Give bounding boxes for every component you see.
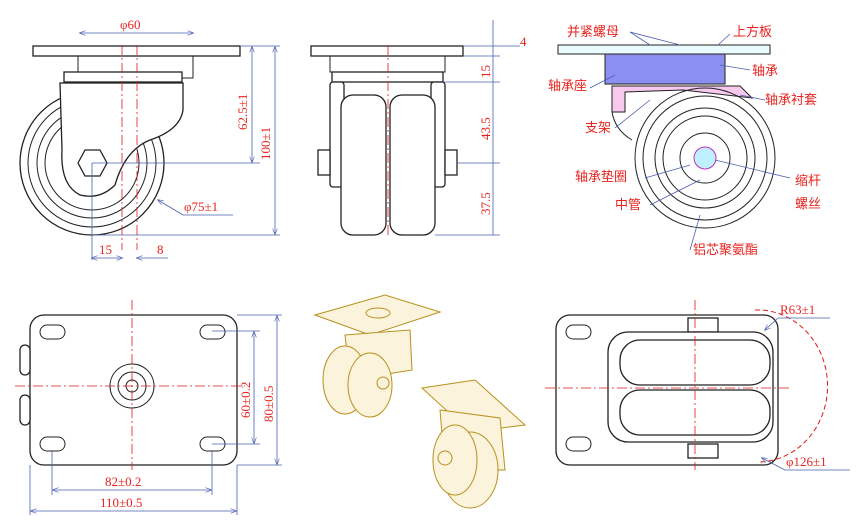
dim-top-dia: φ60	[120, 17, 141, 32]
label-shrink-bolt-1: 缩杆	[795, 173, 821, 189]
label-bearing-bush: 轴承衬套	[765, 92, 817, 108]
dim-radius: R63±1	[780, 302, 815, 317]
dim-swivel-h: 15	[478, 65, 493, 78]
label-bracket: 支架	[585, 121, 611, 136]
dim-plate-thk: 4	[520, 34, 527, 49]
label-bearing-washer: 轴承垫圈	[575, 169, 627, 185]
label-bearing: 轴承	[752, 64, 778, 79]
dim-plate-x: 110±0.5	[100, 495, 142, 510]
bottom-view: R63±1 φ126±1	[545, 300, 850, 471]
dim-hole-y: 60±0.2	[238, 382, 253, 418]
dim-wheel-dia: φ75±1	[184, 199, 218, 214]
dim-offset-a: 15	[99, 242, 112, 257]
dim-plate-y: 80±0.5	[261, 386, 276, 422]
label-top-plate: 上方板	[733, 24, 772, 40]
dim-bracket-h: 43.5	[478, 117, 493, 140]
label-lock-nut: 并紧螺母	[567, 25, 619, 40]
label-center-tube: 中管	[615, 198, 641, 213]
plan-view: 60±0.2 80±0.5 82±0.2 110±0.5	[15, 300, 282, 515]
dim-wheel-h: 37.5	[478, 192, 493, 215]
label-wheel: 铝芯聚氨酯	[693, 243, 758, 258]
section-view: 并紧螺母 上方板 轴承座 轴承 轴承衬套 支架 轴承垫圈 中管 缩杆 螺丝 铝芯…	[548, 24, 821, 258]
dim-swivel-dia: φ126±1	[786, 454, 827, 469]
label-bearing-seat: 轴承座	[548, 79, 587, 94]
dim-height-total: 100±1	[258, 127, 273, 160]
label-shrink-bolt-2: 螺丝	[795, 197, 821, 212]
dim-offset-b: 8	[157, 242, 164, 257]
front-view: 4 15 43.5 37.5	[310, 20, 527, 236]
isometric-view-1	[313, 294, 442, 418]
isometric-view-2	[420, 379, 527, 509]
dim-hole-x: 82±0.2	[105, 474, 141, 489]
dim-height-top: 62.5±1	[235, 94, 250, 130]
side-view: φ60 62.5±1 100±1 φ75±1 15 8	[19, 17, 280, 260]
